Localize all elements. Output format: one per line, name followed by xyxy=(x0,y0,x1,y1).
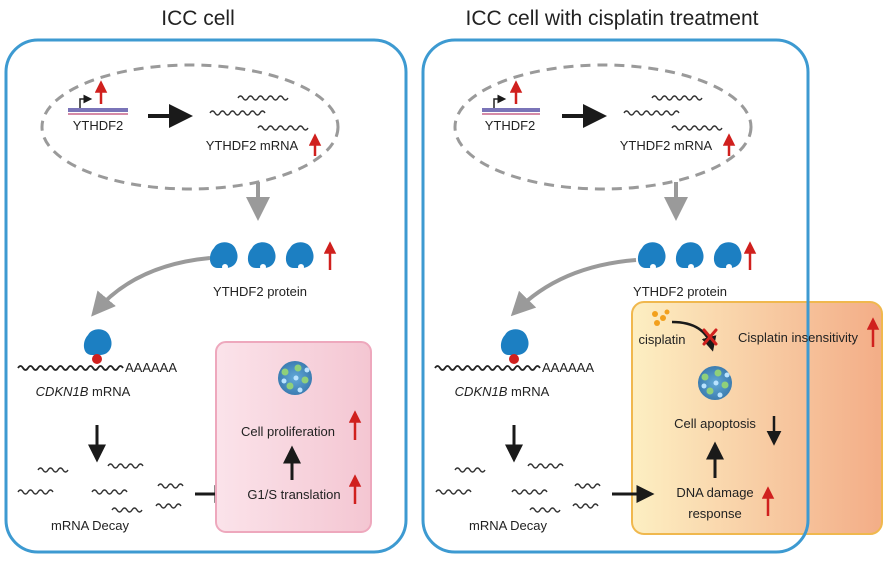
gene-dna-icon xyxy=(68,94,128,115)
decay-label: mRNA Decay xyxy=(51,518,130,533)
protein-label: YTHDF2 protein xyxy=(213,284,307,299)
ythdf2-protein-icon xyxy=(209,242,314,270)
tumor-cluster-icon xyxy=(698,366,732,400)
dna-damage-label-2: response xyxy=(688,506,741,521)
gene-dna-icon xyxy=(482,94,540,115)
block-x-icon xyxy=(702,328,718,346)
target-mrna-wave xyxy=(434,365,541,371)
poly-a-tail: AAAAAA xyxy=(125,360,177,375)
poly-a-tail: AAAAAA xyxy=(542,360,594,375)
panel-title-left: ICC cell xyxy=(161,7,235,30)
ythdf2-protein-icon xyxy=(637,242,742,270)
panel-left: ICC cell YTHDF2 YTHDF2 mRNA xyxy=(4,7,408,554)
nucleus-right xyxy=(453,63,753,191)
protein-label: YTHDF2 protein xyxy=(633,284,727,299)
decay-fragments-icon xyxy=(435,463,601,513)
target-mrna-label: CDKN1B mRNA xyxy=(36,384,131,399)
cisplatin-effect-arrow xyxy=(671,320,717,352)
cell-border-right xyxy=(421,38,810,554)
panel-title-right: ICC cell with cisplatin treatment xyxy=(466,7,759,30)
mrna-label: YTHDF2 mRNA xyxy=(206,138,299,153)
cell-border-left xyxy=(4,38,408,554)
target-mrna-wave xyxy=(17,365,124,371)
mrna-wave-icon xyxy=(209,95,309,131)
cisplatin-dots-icon xyxy=(652,309,670,326)
decay-label: mRNA Decay xyxy=(469,518,548,533)
proliferation-label: Cell proliferation xyxy=(241,424,335,439)
effect-box-pink xyxy=(215,341,372,533)
bound-ythdf2-icon xyxy=(83,329,112,364)
effect-box-orange xyxy=(631,301,883,535)
tumor-cluster-icon xyxy=(278,361,312,395)
gene-label: YTHDF2 xyxy=(485,118,536,133)
gene-label: YTHDF2 xyxy=(73,118,124,133)
translation-label: G1/S translation xyxy=(247,487,340,502)
dna-damage-label-1: DNA damage xyxy=(676,485,753,500)
mrna-wave-icon xyxy=(623,95,723,131)
bound-ythdf2-icon xyxy=(500,329,529,364)
panel-right: ICC cell with cisplatin treatment YTHDF2… xyxy=(421,7,883,554)
insensitivity-label: Cisplatin insensitivity xyxy=(738,330,858,345)
apoptosis-label: Cell apoptosis xyxy=(674,416,756,431)
decay-fragments-icon xyxy=(17,463,184,513)
cisplatin-label: cisplatin xyxy=(639,332,686,347)
binding-arrow xyxy=(91,256,211,317)
target-mrna-label: CDKN1B mRNA xyxy=(455,384,550,399)
nucleus-left xyxy=(40,63,340,191)
mrna-label: YTHDF2 mRNA xyxy=(620,138,713,153)
binding-arrow xyxy=(510,258,637,317)
